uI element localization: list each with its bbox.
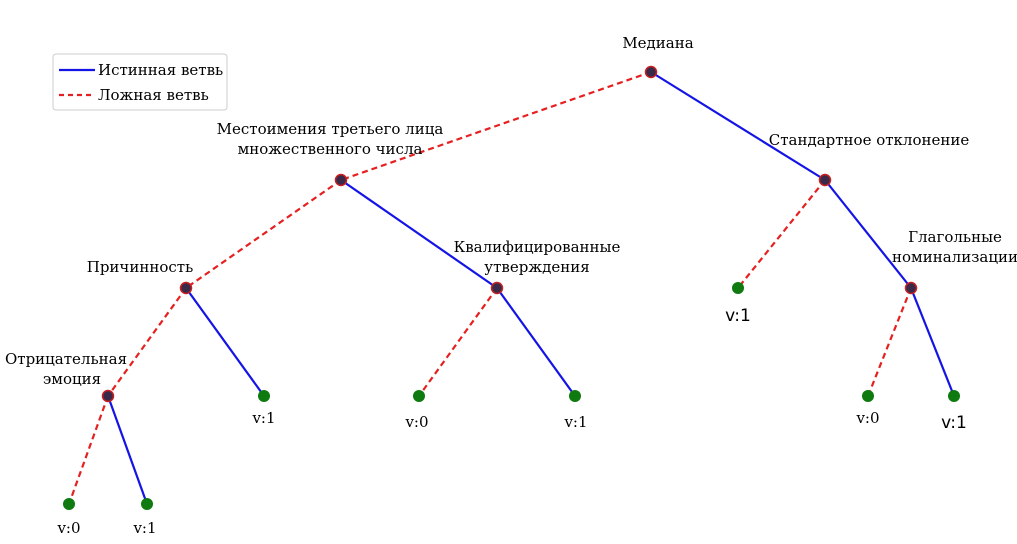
- node-pronouns: [334, 173, 348, 187]
- leaf-label-stddev-false: v:1: [725, 306, 751, 326]
- edge-median-false: [340, 70, 652, 182]
- edge-causality-false: [107, 287, 187, 397]
- leaf-negemotion-false: [63, 498, 75, 510]
- label-qualified-line2: утверждения: [484, 258, 589, 276]
- label-pronouns-line1: Местоимения третьего лица: [217, 120, 444, 138]
- label-pronouns-line2: множественного числа: [238, 140, 423, 158]
- node-labels: Медиана Местоимения третьего лица множес…: [5, 34, 1017, 388]
- node-causality: [179, 281, 193, 295]
- leaf-nodes: [63, 282, 960, 510]
- leaf-qualified-false: [413, 390, 425, 402]
- edge-pronouns-true: [340, 179, 498, 289]
- leaf-stddev-false: [732, 282, 744, 294]
- leaf-label-negemotion-false: v:0: [56, 519, 80, 537]
- label-negemotion-line1: Отрицательная: [5, 350, 127, 368]
- leaf-verbal-false: [862, 390, 874, 402]
- label-qualified-line1: Квалифицированные: [454, 238, 621, 256]
- edge-pronouns-false: [185, 179, 342, 289]
- leaf-negemotion-true: [141, 498, 153, 510]
- edge-verbal-true: [909, 287, 956, 397]
- label-causality: Причинность: [87, 258, 194, 276]
- node-qualified: [490, 281, 504, 295]
- legend-true-label: Истинная ветвь: [98, 61, 223, 79]
- edge-causality-true: [185, 287, 265, 397]
- legend-false-label: Ложная ветвь: [98, 86, 209, 104]
- label-verbal-line2: номинализации: [892, 248, 1017, 266]
- leaf-verbal-true: [948, 390, 960, 402]
- legend-box: [52, 53, 228, 111]
- label-negemotion-line2: эмоция: [43, 370, 101, 388]
- edge-negemotion-false: [67, 395, 110, 505]
- edge-stddev-false: [737, 179, 826, 289]
- edge-median-true: [650, 71, 826, 181]
- edge-qualified-false: [418, 287, 498, 397]
- leaf-label-qualified-false: v:0: [404, 413, 428, 431]
- label-verbal-line1: Глагольные: [908, 228, 1002, 246]
- edge-verbal-false: [866, 287, 913, 397]
- node-negemotion: [101, 389, 115, 403]
- leaf-label-causality-true: v:1: [251, 409, 275, 427]
- leaf-label-verbal-false: v:0: [855, 409, 879, 427]
- edges: [67, 70, 956, 505]
- leaf-labels: v:0 v:1 v:1 v:0 v:1 v:1 v:0 v:1: [56, 306, 966, 537]
- edge-negemotion-true: [106, 395, 149, 505]
- node-median: [644, 65, 658, 79]
- node-stddev: [818, 173, 832, 187]
- leaf-label-qualified-true: v:1: [563, 413, 587, 431]
- leaf-qualified-true: [569, 390, 581, 402]
- leaf-label-negemotion-true: v:1: [132, 519, 156, 537]
- edge-stddev-true: [824, 179, 912, 289]
- internal-nodes: [101, 65, 918, 403]
- leaf-causality-true: [258, 390, 270, 402]
- label-median: Медиана: [622, 34, 693, 52]
- label-stddev: Стандартное отклонение: [769, 131, 970, 149]
- legend: Истинная ветвь Ложная ветвь: [52, 53, 228, 111]
- node-verbal: [904, 281, 918, 295]
- leaf-label-verbal-true: v:1: [941, 413, 967, 433]
- edge-qualified-true: [496, 287, 576, 397]
